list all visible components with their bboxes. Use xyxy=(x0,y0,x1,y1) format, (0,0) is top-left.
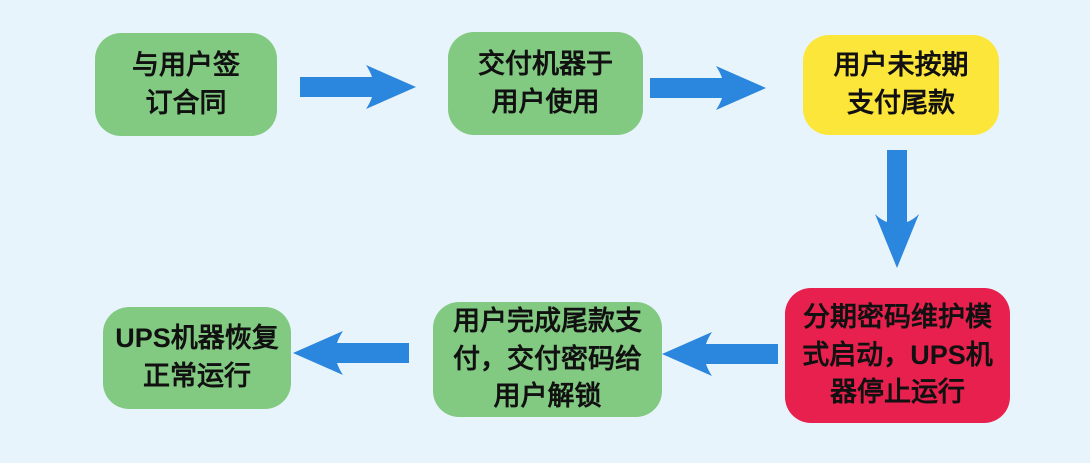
arrow-shape xyxy=(662,332,778,376)
down-arrow-icon xyxy=(875,150,919,268)
node-sign-contract: 与用户签 订合同 xyxy=(95,33,277,136)
arrow-shape xyxy=(300,65,416,109)
arrow-shape xyxy=(293,331,409,375)
right-arrow-icon xyxy=(300,65,416,109)
node-label: 分期密码维护模 式启动，UPS机 器停止运行 xyxy=(802,301,993,408)
node-label: 用户未按期 支付尾款 xyxy=(833,50,969,118)
node-label: 用户完成尾款支 付，交付密码给 用户解锁 xyxy=(453,305,642,412)
node-label: 与用户签 订合同 xyxy=(132,49,240,118)
node-deliver-machine: 交付机器于 用户使用 xyxy=(448,32,643,135)
node-label: 交付机器于 用户使用 xyxy=(478,48,613,117)
node-maintenance-mode: 分期密码维护模 式启动，UPS机 器停止运行 xyxy=(785,288,1010,423)
arrow-shape xyxy=(875,150,919,268)
node-payment-complete: 用户完成尾款支 付，交付密码给 用户解锁 xyxy=(433,302,662,417)
left-arrow-icon xyxy=(293,331,409,375)
node-label: UPS机器恢复 正常运行 xyxy=(115,323,279,391)
arrow-shape xyxy=(650,66,766,110)
node-overdue-payment: 用户未按期 支付尾款 xyxy=(803,35,999,135)
node-ups-restored: UPS机器恢复 正常运行 xyxy=(103,307,291,409)
left-arrow-icon xyxy=(662,332,778,376)
right-arrow-icon xyxy=(650,66,766,110)
